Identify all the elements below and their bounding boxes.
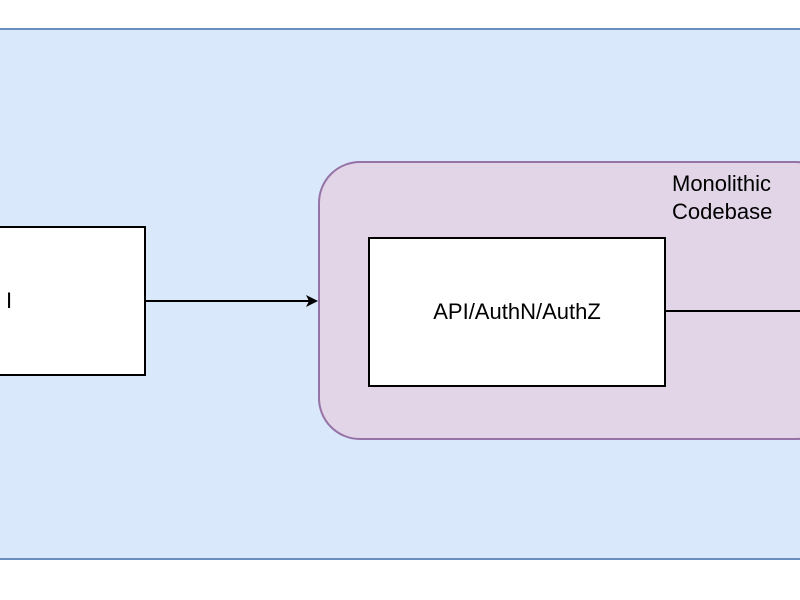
client-node[interactable] (0, 226, 146, 376)
group-label-line-2: Codebase (672, 199, 773, 224)
client-node-label: I (6, 288, 13, 313)
monolithic-codebase-label: Monolithic Codebase (672, 170, 772, 226)
api-authn-authz-label: API/AuthN/AuthZ (433, 299, 601, 324)
api-authn-authz-node[interactable]: API/AuthN/AuthZ (368, 237, 666, 387)
group-label-line-1: Monolithic (672, 171, 772, 196)
